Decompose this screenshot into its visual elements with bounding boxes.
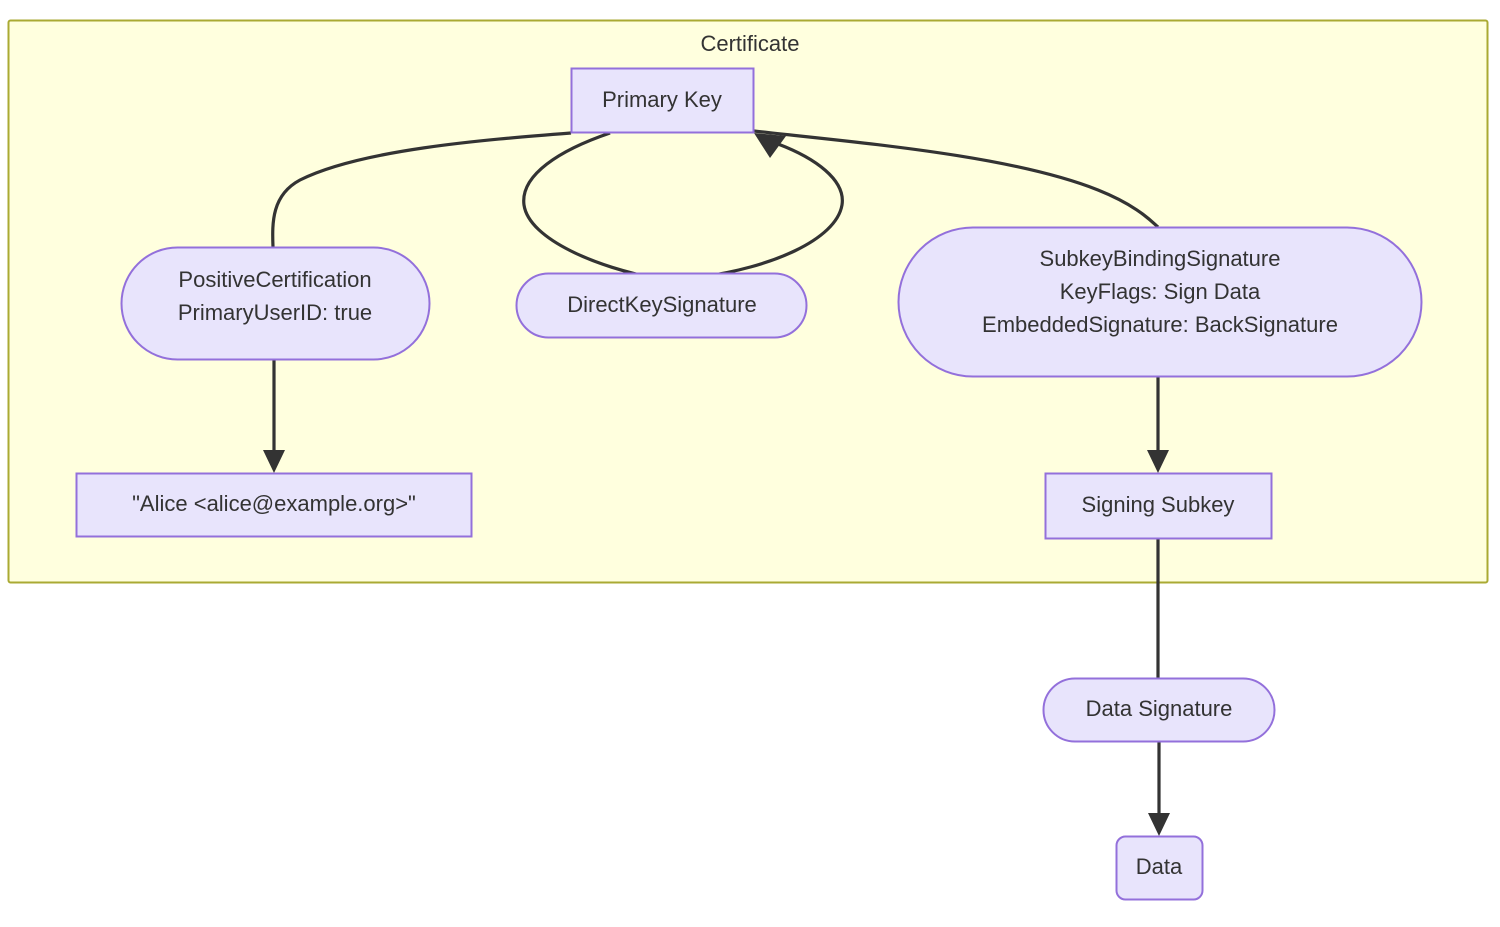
node-primary-key-label: Primary Key (602, 87, 722, 112)
node-primary-key[interactable]: Primary Key (570, 67, 755, 134)
subgraph-certificate-label: Certificate (700, 31, 799, 56)
edge-primary-key-to-positive-certification (271, 131, 572, 248)
node-subkey-binding-signature[interactable]: SubkeyBindingSignature KeyFlags: Sign Da… (897, 226, 1423, 378)
arrowhead-to-primary-key (754, 133, 786, 158)
node-subkey-binding-signature-shape (897, 226, 1423, 378)
edge-positive-certification-to-user-id (263, 360, 285, 473)
node-direct-key-signature-label: DirectKeySignature (567, 292, 757, 317)
node-user-id-label: "Alice <alice@example.org>" (132, 491, 416, 516)
node-data-shape (1115, 835, 1204, 901)
node-data-label: Data (1136, 854, 1183, 879)
node-data[interactable]: Data (1115, 835, 1204, 901)
node-signing-subkey-label: Signing Subkey (1082, 492, 1235, 517)
arrowhead-to-user-id (263, 450, 285, 473)
edge-primary-key-to-subkey-binding-signature (753, 129, 1160, 229)
arrowhead-to-signing-subkey (1147, 450, 1169, 473)
node-user-id-shape (75, 472, 473, 538)
node-subkey-binding-signature-label-line-1: SubkeyBindingSignature (1040, 246, 1281, 271)
edge-direct-key-signature-to-primary-key (699, 133, 844, 279)
node-positive-certification-label-line-1: PositiveCertification (178, 267, 371, 292)
arrowhead-to-data (1148, 813, 1170, 836)
node-subkey-binding-signature-label-line-2: KeyFlags: Sign Data (1060, 279, 1261, 304)
node-primary-key-shape (570, 67, 755, 134)
node-positive-certification-shape (120, 246, 431, 361)
node-data-signature-label: Data Signature (1086, 696, 1233, 721)
node-subkey-binding-signature-label-line-3: EmbeddedSignature: BackSignature (982, 312, 1338, 337)
node-positive-certification[interactable]: PositiveCertification PrimaryUserID: tru… (120, 246, 431, 361)
node-positive-certification-label-line-2: PrimaryUserID: true (178, 300, 372, 325)
node-signing-subkey[interactable]: Signing Subkey (1044, 472, 1273, 540)
node-direct-key-signature-shape (515, 272, 808, 339)
edge-data-signature-to-data (1148, 742, 1170, 836)
node-user-id[interactable]: "Alice <alice@example.org>" (75, 472, 473, 538)
node-data-signature-shape (1042, 677, 1276, 743)
edge-subkey-binding-signature-to-signing-subkey (1147, 377, 1169, 473)
node-data-signature[interactable]: Data Signature (1042, 677, 1276, 743)
node-direct-key-signature[interactable]: DirectKeySignature (515, 272, 808, 339)
node-signing-subkey-shape (1044, 472, 1273, 540)
edge-primary-key-to-direct-key-signature (522, 131, 656, 280)
